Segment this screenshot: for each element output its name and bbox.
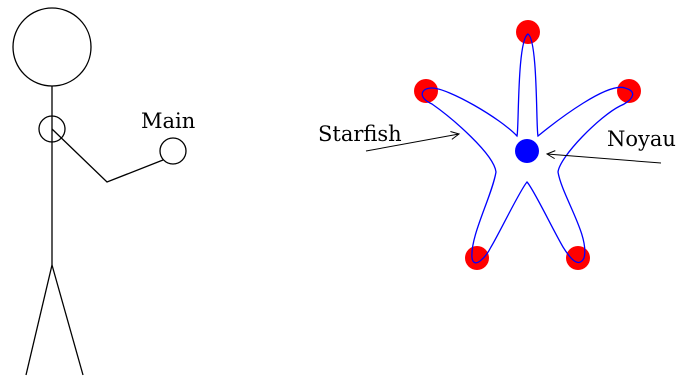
stick-figure-right-leg — [51, 264, 84, 376]
nucleus-dot — [515, 139, 539, 163]
stick-figure-left-leg — [25, 264, 53, 376]
nucleus-pointer-arrow — [547, 154, 662, 164]
nucleus-label: Noyau — [607, 127, 676, 151]
starfish-tip-dot-upper-right — [617, 79, 641, 103]
shoulder-joint-circle — [38, 115, 66, 143]
starfish-tip-dot-lower-right — [566, 246, 590, 270]
starfish-tip-dots — [414, 20, 641, 270]
starfish — [414, 20, 641, 270]
starfish-tip-dot-lower-left — [465, 246, 489, 270]
hand-circle — [159, 137, 187, 165]
stick-figure-arm — [51, 128, 164, 183]
stick-figure — [12, 7, 187, 376]
starfish-tip-dot-top — [516, 20, 540, 44]
stick-figure-head — [12, 7, 92, 87]
starfish-outline — [421, 33, 634, 264]
starfish-tip-dot-upper-left — [414, 79, 438, 103]
hand-label: Main — [141, 109, 195, 133]
starfish-label: Starfish — [318, 122, 402, 146]
starfish-pointer-arrow — [365, 134, 459, 152]
